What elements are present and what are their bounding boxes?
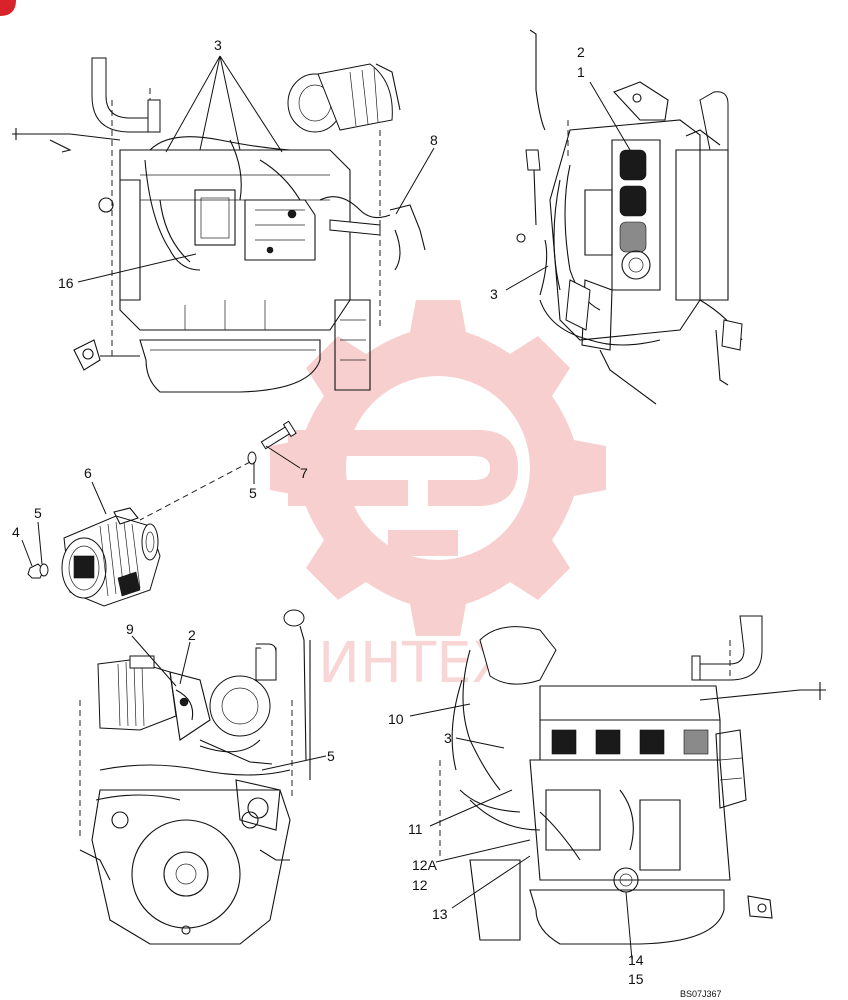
callout-3-top-right: 3 [490, 286, 498, 302]
alternator [61, 507, 161, 607]
callout-3-bottom-right: 3 [444, 730, 452, 746]
callout-10: 10 [388, 711, 404, 727]
watermark-gear-icon [270, 300, 606, 636]
callout-4: 4 [12, 524, 20, 540]
callout-2-bottom-left: 2 [188, 627, 196, 643]
callout-6: 6 [84, 465, 92, 481]
leader-lines [21, 55, 633, 961]
callout-2-top-right: 2 [577, 44, 585, 60]
callout-11: 11 [408, 821, 423, 837]
callout-9: 9 [126, 621, 134, 637]
callout-3-top: 3 [214, 37, 222, 53]
engine-view-right-side [516, 29, 743, 405]
callout-12A: 12A [412, 857, 438, 873]
callout-12: 12 [412, 877, 428, 893]
engine-view-left-side [439, 615, 826, 945]
callout-1: 1 [577, 64, 585, 80]
alternator-exploded-view [27, 420, 297, 607]
bolt [260, 420, 297, 450]
washer [247, 451, 257, 465]
watermark: ИНТЕХ [270, 300, 606, 696]
engine-view-rear [79, 609, 311, 945]
callout-13: 13 [432, 906, 448, 922]
corner-mark [0, 0, 16, 16]
callout-5-middle: 5 [249, 485, 257, 501]
callout-15: 15 [628, 971, 644, 987]
callout-5-bottom-left: 5 [327, 748, 335, 764]
callout-5-left: 5 [34, 505, 42, 521]
drawing-reference-code: BS07J367 [680, 989, 722, 999]
callout-16: 16 [58, 275, 74, 291]
callout-8: 8 [430, 132, 438, 148]
callout-14: 14 [628, 952, 644, 968]
watermark-text: ИНТЕХ [318, 631, 510, 696]
washer [39, 563, 49, 577]
engine-view-left-front [12, 57, 426, 393]
callout-7: 7 [300, 465, 308, 481]
callout-labels: 3 8 16 2 1 3 6 4 5 5 7 9 2 5 10 3 11 12A… [12, 37, 644, 987]
